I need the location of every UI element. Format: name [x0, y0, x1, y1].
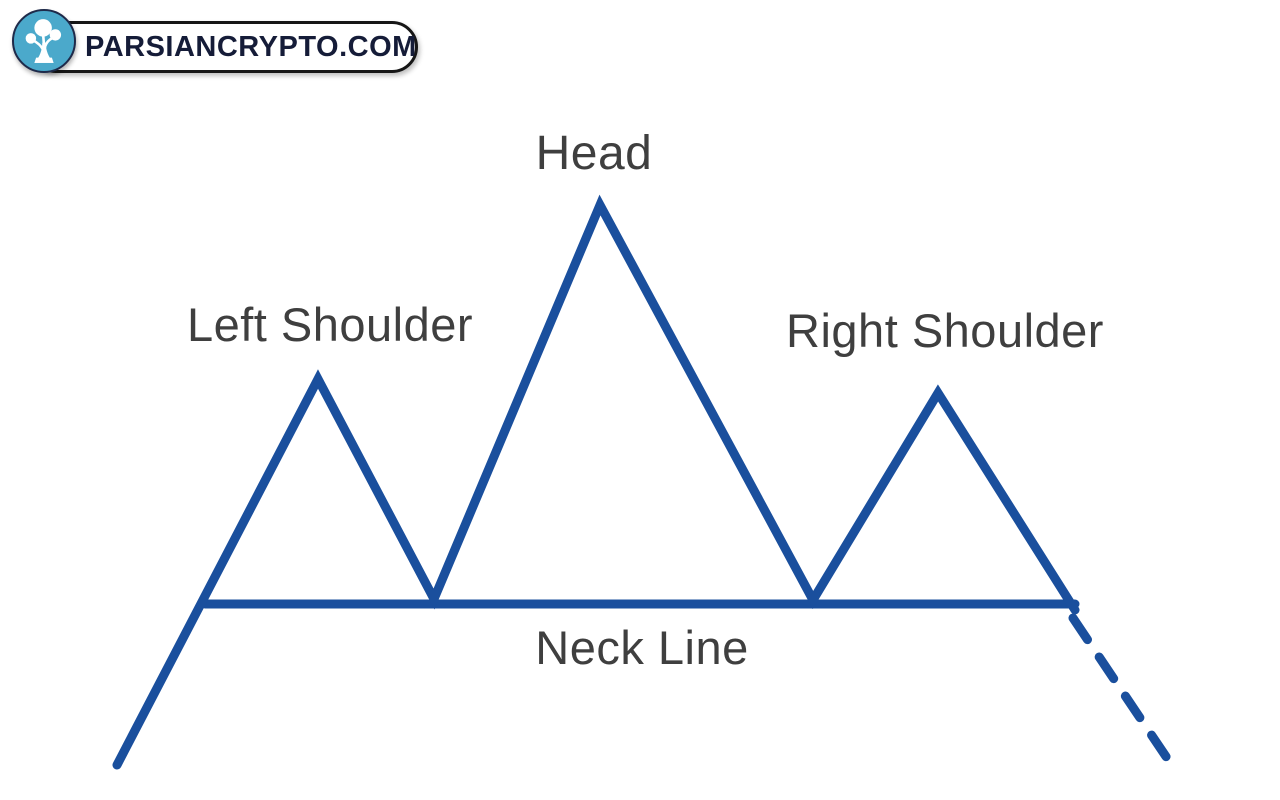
label-right-shoulder: Right Shoulder — [786, 304, 1104, 357]
label-left-shoulder: Left Shoulder — [186, 298, 474, 351]
breakout-dashed-line — [1068, 613, 1182, 778]
brand-logo: PARSIANCRYPTO.COM — [0, 0, 440, 90]
label-head: Head — [535, 127, 653, 180]
price-path-line — [112, 194, 1080, 770]
brand-pill: PARSIANCRYPTO.COM — [30, 21, 418, 73]
brand-domain-text: PARSIANCRYPTO.COM — [85, 30, 417, 63]
tree-icon — [25, 19, 62, 63]
logo-circle — [12, 9, 76, 73]
label-neck-line: Neck Line — [535, 621, 749, 674]
